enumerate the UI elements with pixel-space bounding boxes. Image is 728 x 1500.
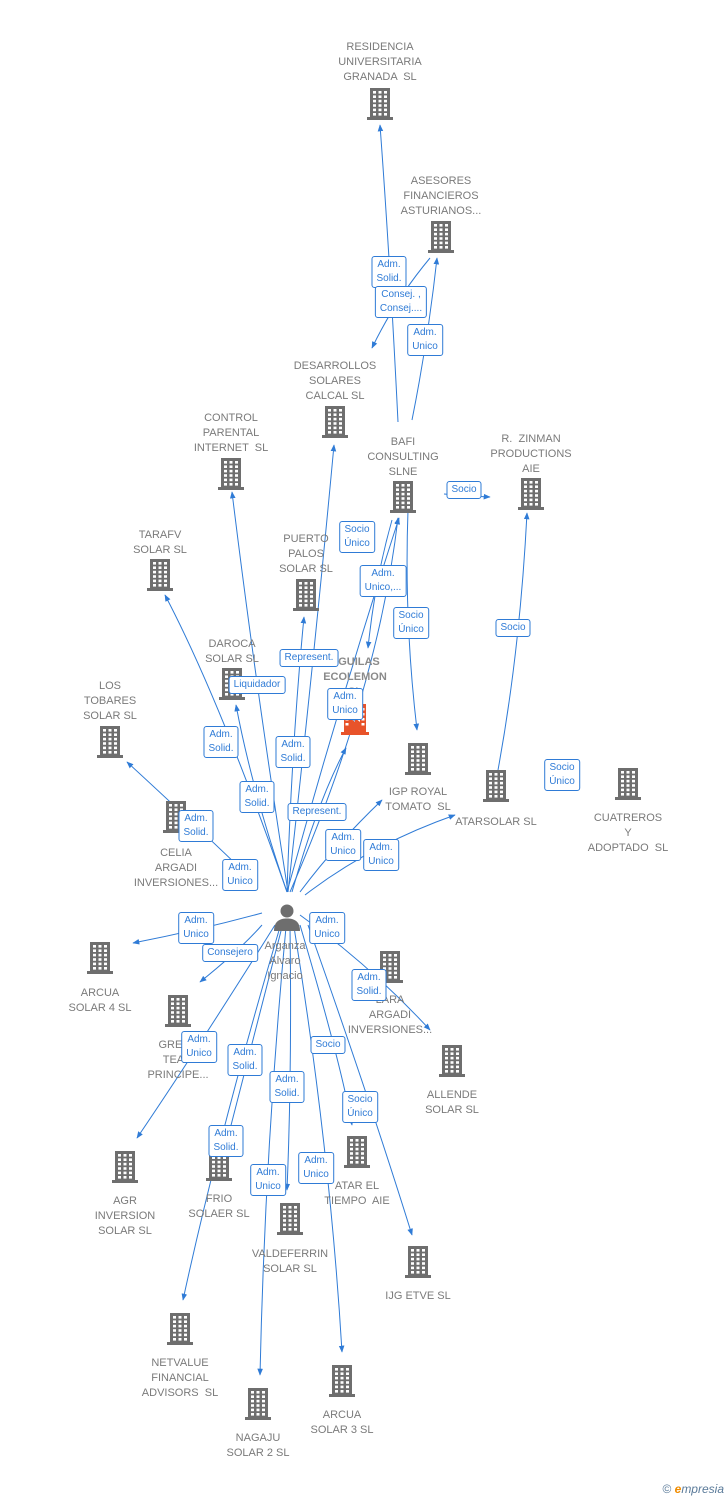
relation-badge[interactable]: Adm. Unico bbox=[298, 1152, 334, 1184]
company-label-ijg[interactable]: IJG ETVE SL bbox=[385, 1290, 451, 1302]
building-icon[interactable] bbox=[365, 85, 395, 121]
building-icon[interactable] bbox=[481, 767, 511, 803]
company-label-valdeferrin[interactable]: VALDEFERRIN SOLAR SL bbox=[251, 1248, 329, 1275]
company-label-agr[interactable]: AGR INVERSION SOLAR SL bbox=[94, 1195, 156, 1237]
relation-badge[interactable]: Adm. Solid. bbox=[203, 726, 239, 758]
company-label-residencia[interactable]: RESIDENCIA UNIVERSITARIA GRANADA SL bbox=[338, 41, 422, 83]
relation-badge[interactable]: Adm. Solid. bbox=[178, 810, 214, 842]
relation-badge[interactable]: Socio Único bbox=[544, 759, 580, 791]
building-icon[interactable] bbox=[163, 992, 193, 1028]
building-icon[interactable] bbox=[403, 1243, 433, 1279]
relation-badge[interactable]: Socio Único bbox=[339, 521, 375, 553]
company-label-frio[interactable]: FRIO SOLAER SL bbox=[188, 1193, 250, 1220]
company-label-tarafv[interactable]: TARAFV SOLAR SL bbox=[133, 529, 187, 556]
relation-badge[interactable]: Adm. Unico bbox=[407, 324, 443, 356]
relation-badge[interactable]: Adm. Unico bbox=[181, 1031, 217, 1063]
relation-edge bbox=[226, 926, 283, 1138]
company-label-tobares[interactable]: LOS TOBARES SOLAR SL bbox=[83, 680, 137, 722]
relation-badge[interactable]: Adm. Unico bbox=[178, 912, 214, 944]
company-label-arcua4[interactable]: ARCUA SOLAR 4 SL bbox=[68, 987, 132, 1014]
building-icon[interactable] bbox=[342, 1133, 372, 1169]
building-icon[interactable] bbox=[426, 218, 456, 254]
company-label-zinman[interactable]: R. ZINMAN PRODUCTIONS AIE bbox=[490, 433, 572, 475]
relation-badge[interactable]: Socio bbox=[310, 1036, 346, 1054]
building-icon[interactable] bbox=[275, 1200, 305, 1236]
relation-badge[interactable]: Adm. Solid. bbox=[371, 256, 407, 288]
company-label-daroca[interactable]: DAROCA SOLAR SL bbox=[205, 638, 259, 665]
building-icon[interactable] bbox=[613, 765, 643, 801]
relation-badge[interactable]: Adm. Solid. bbox=[227, 1044, 263, 1076]
company-label-netvalue[interactable]: NETVALUE FINANCIAL ADVISORS SL bbox=[141, 1357, 219, 1399]
relation-badge[interactable]: Adm. Unico bbox=[309, 912, 345, 944]
company-label-atarsolar[interactable]: ATARSOLAR SL bbox=[455, 816, 537, 828]
relation-badge[interactable]: Adm. Unico,... bbox=[359, 565, 407, 597]
brand-logo-initial: e bbox=[674, 1482, 682, 1496]
company-label-atarel[interactable]: ATAR EL TIEMPO AIE bbox=[324, 1180, 390, 1207]
building-icon[interactable] bbox=[291, 576, 321, 612]
relation-badge[interactable]: Liquidador bbox=[228, 676, 286, 694]
company-label-control[interactable]: CONTROL PARENTAL INTERNET SL bbox=[193, 412, 269, 454]
person-icon[interactable] bbox=[271, 901, 303, 933]
company-label-nagaju[interactable]: NAGAJU SOLAR 2 SL bbox=[226, 1432, 290, 1459]
company-label-bafi[interactable]: BAFI CONSULTING SLNE bbox=[367, 436, 439, 478]
relation-badge[interactable]: Represent. bbox=[287, 803, 347, 821]
relation-badge[interactable]: Socio bbox=[495, 619, 531, 637]
building-icon[interactable] bbox=[516, 475, 546, 511]
company-label-desarrollos[interactable]: DESARROLLOS SOLARES CALCAL SL bbox=[293, 360, 377, 402]
relation-badge[interactable]: Socio Único bbox=[342, 1091, 378, 1123]
relation-badge[interactable]: Adm. Unico bbox=[325, 829, 361, 861]
relation-edge bbox=[307, 924, 413, 1236]
company-label-puerto[interactable]: PUERTO PALOS SOLAR SL bbox=[279, 533, 333, 575]
relation-edge bbox=[181, 926, 281, 1301]
person-label[interactable]: Arganza Alvaro Ignacio bbox=[264, 940, 306, 982]
relation-badge[interactable]: Adm. Solid. bbox=[239, 781, 275, 813]
relation-badge[interactable]: Adm. Unico bbox=[222, 859, 258, 891]
building-icon[interactable] bbox=[216, 455, 246, 491]
brand-footer[interactable]: © empresia bbox=[662, 1482, 724, 1496]
building-icon[interactable] bbox=[165, 1310, 195, 1346]
relation-badge[interactable]: Adm. Unico bbox=[327, 688, 363, 720]
copyright-icon: © bbox=[662, 1482, 672, 1496]
relation-badge[interactable]: Consej. , Consej.... bbox=[374, 286, 428, 318]
company-label-asesores[interactable]: ASESORES FINANCIEROS ASTURIANOS... bbox=[400, 175, 482, 217]
relation-badge[interactable]: Represent. bbox=[279, 649, 339, 667]
building-icon[interactable] bbox=[243, 1385, 273, 1421]
building-icon[interactable] bbox=[145, 556, 175, 592]
relation-badge[interactable]: Adm. Solid. bbox=[208, 1125, 244, 1157]
relation-badge[interactable]: Consejero bbox=[202, 944, 258, 962]
building-icon[interactable] bbox=[388, 478, 418, 514]
relation-edge bbox=[164, 594, 288, 893]
relation-edge bbox=[497, 512, 530, 771]
relation-badge[interactable]: Adm. Solid. bbox=[351, 969, 387, 1001]
relation-badge[interactable]: Adm. Solid. bbox=[269, 1071, 305, 1103]
brand-logo-text: mpresia bbox=[681, 1482, 724, 1496]
relation-edge bbox=[293, 926, 345, 1353]
relation-badge[interactable]: Socio Único bbox=[393, 607, 429, 639]
building-icon[interactable] bbox=[403, 740, 433, 776]
relation-badge[interactable]: Adm. Unico bbox=[250, 1164, 286, 1196]
building-icon[interactable] bbox=[95, 723, 125, 759]
company-label-cuatreros[interactable]: CUATREROS Y ADOPTADO SL bbox=[587, 812, 669, 854]
building-icon[interactable] bbox=[85, 939, 115, 975]
company-label-celia[interactable]: CELIA ARGADI INVERSIONES... bbox=[133, 847, 219, 889]
building-icon[interactable] bbox=[320, 403, 350, 439]
relation-badge[interactable]: Socio bbox=[446, 481, 482, 499]
company-label-arcua3[interactable]: ARCUA SOLAR 3 SL bbox=[310, 1409, 374, 1436]
relation-edge bbox=[284, 926, 292, 1191]
relation-badge[interactable]: Adm. Unico bbox=[363, 839, 399, 871]
building-icon[interactable] bbox=[437, 1042, 467, 1078]
company-label-allende[interactable]: ALLENDE SOLAR SL bbox=[425, 1089, 479, 1116]
relation-edge bbox=[257, 926, 287, 1376]
building-icon[interactable] bbox=[110, 1148, 140, 1184]
building-icon[interactable] bbox=[327, 1362, 357, 1398]
relation-badge[interactable]: Adm. Solid. bbox=[275, 736, 311, 768]
company-label-igp[interactable]: IGP ROYAL TOMATO SL bbox=[385, 786, 451, 813]
